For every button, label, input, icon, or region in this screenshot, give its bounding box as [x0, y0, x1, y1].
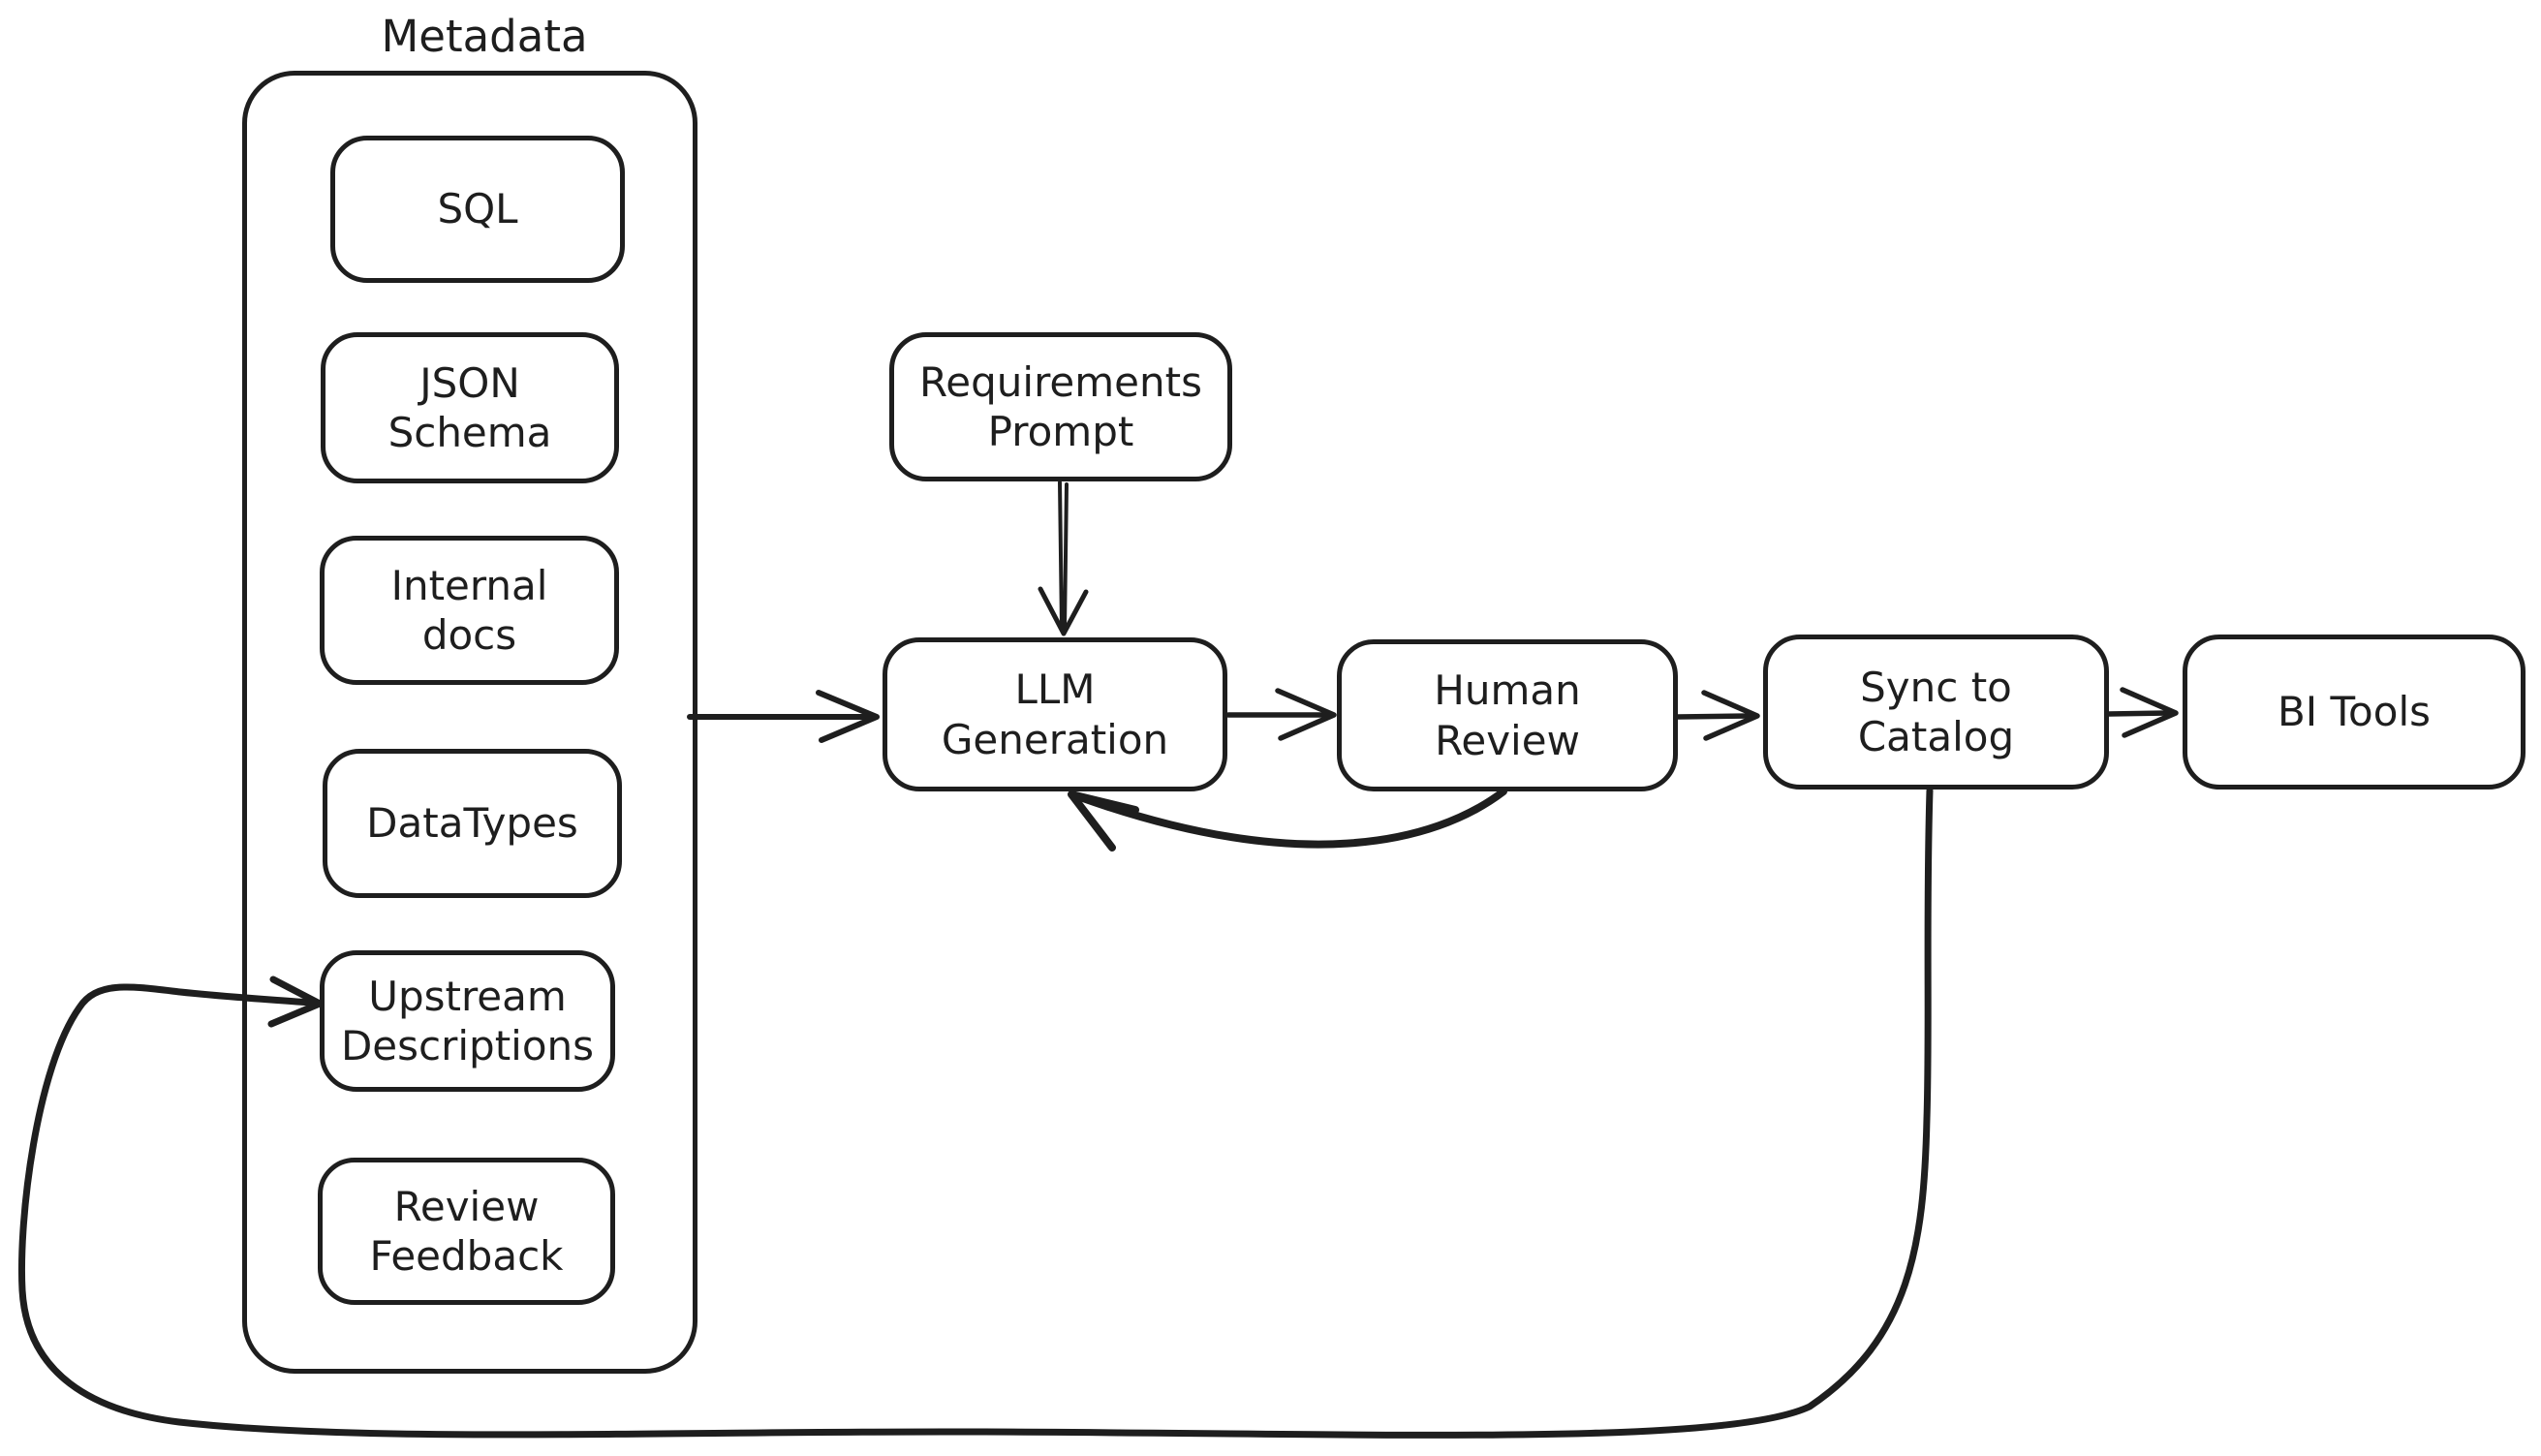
node-sql-label: SQL [437, 185, 518, 233]
edge-requirements-to-llm [1058, 480, 1064, 630]
node-json-schema-label: JSON Schema [387, 358, 552, 456]
node-requirements-prompt-label: Requirements Prompt [919, 357, 1202, 455]
node-llm-generation-label: LLM Generation [941, 666, 1169, 763]
node-upstream-descriptions: Upstream Descriptions [320, 950, 615, 1092]
arrowhead-requirements-to-llm [1038, 586, 1089, 636]
node-review-feedback: Review Feedback [318, 1158, 615, 1305]
node-json-schema: JSON Schema [321, 332, 619, 483]
edge-human-review-to-llm-feedback [1076, 788, 1507, 849]
node-bi-tools: BI Tools [2183, 635, 2526, 790]
node-sync-to-catalog-label: Sync to Catalog [1857, 663, 2015, 760]
arrowhead-human-review-to-sync [1701, 690, 1760, 741]
node-sync-to-catalog: Sync to Catalog [1763, 635, 2109, 790]
metadata-group-label: Metadata [320, 8, 649, 64]
node-sql: SQL [330, 136, 625, 283]
arrowhead-sync-to-bi-tools [2120, 687, 2179, 738]
node-bi-tools-label: BI Tools [2277, 688, 2431, 736]
node-human-review-label: Human Review [1434, 666, 1581, 764]
node-upstream-descriptions-label: Upstream Descriptions [340, 972, 595, 1069]
arrowhead-human-review-to-llm-feedback [1068, 790, 1139, 852]
edge-sync-to-bi-tools [2106, 710, 2171, 717]
node-datatypes-label: DataTypes [366, 799, 578, 848]
node-requirements-prompt: Requirements Prompt [889, 332, 1232, 481]
node-llm-generation: LLM Generation [883, 637, 1227, 791]
arrowhead-sync-to-upstream-loop [267, 976, 324, 1028]
node-human-review: Human Review [1337, 639, 1678, 791]
node-review-feedback-label: Review Feedback [369, 1182, 564, 1280]
node-internal-docs-label: Internal docs [390, 561, 548, 659]
metadata-group-label-text: Metadata [381, 10, 588, 62]
node-internal-docs: Internal docs [320, 536, 619, 685]
node-datatypes: DataTypes [323, 749, 622, 898]
edge-requirements-to-llm-second-stroke [1063, 482, 1069, 631]
metadata-group-box [242, 71, 697, 1374]
arrowhead-metadata-to-llm [816, 690, 880, 743]
edge-sync-to-upstream-loop [18, 787, 1934, 1439]
edge-human-review-to-sync [1675, 713, 1752, 720]
arrowhead-llm-to-human-review [1275, 688, 1337, 741]
